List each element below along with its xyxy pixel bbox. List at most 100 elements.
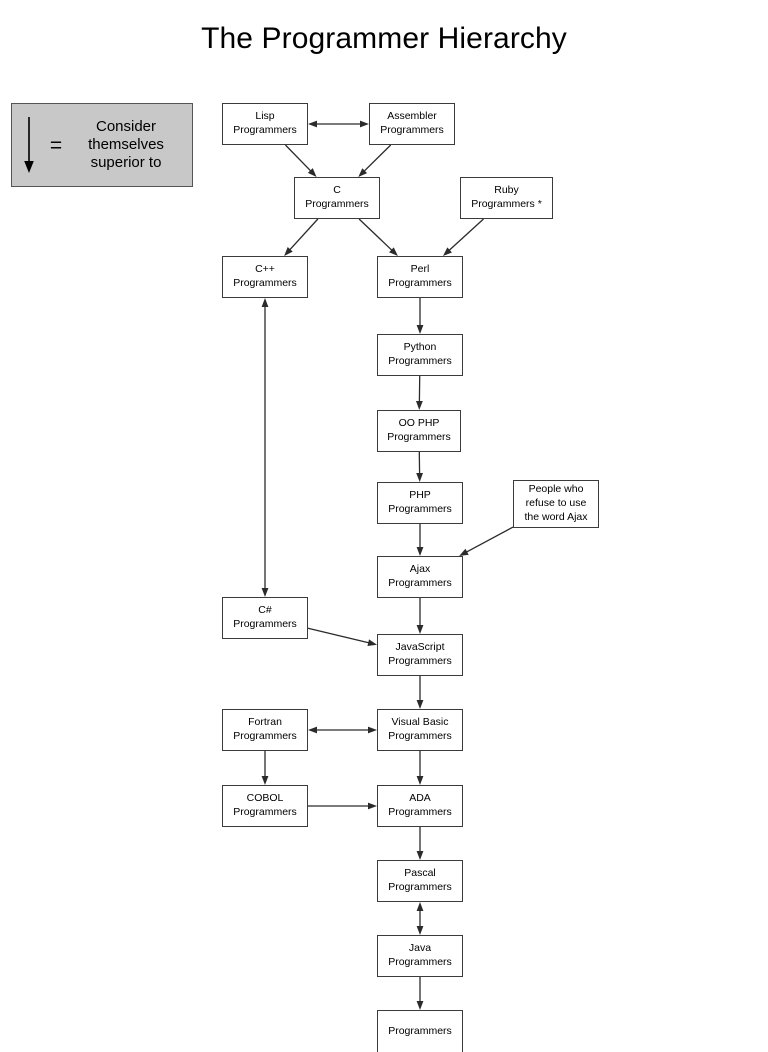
node-csharp[interactable]: C#Programmers bbox=[222, 597, 308, 639]
node-javascript-line-2: Programmers bbox=[388, 655, 452, 669]
arrowhead-php bbox=[416, 473, 423, 482]
node-bottom-line-1: Programmers bbox=[388, 1025, 452, 1039]
edge-line bbox=[359, 219, 393, 251]
node-csharp-line-2: Programmers bbox=[233, 618, 297, 632]
edge-csharp-to-javascript bbox=[308, 628, 370, 643]
node-python-line-1: Python bbox=[404, 341, 437, 355]
edge-line bbox=[289, 219, 318, 251]
node-perl-line-1: Perl bbox=[411, 263, 430, 277]
arrowhead-ajax bbox=[417, 547, 424, 556]
arrowhead-pascal bbox=[417, 902, 424, 911]
node-ruby-line-1: Ruby bbox=[494, 184, 519, 198]
node-python-line-2: Programmers bbox=[388, 355, 452, 369]
node-lisp-line-2: Programmers bbox=[233, 124, 297, 138]
edge-line bbox=[308, 628, 370, 643]
node-cpp[interactable]: C++Programmers bbox=[222, 256, 308, 298]
node-pascal-line-1: Pascal bbox=[404, 867, 436, 881]
arrowhead-perl bbox=[443, 247, 452, 256]
arrowhead-java bbox=[417, 926, 424, 935]
arrowhead-oophp bbox=[416, 401, 423, 410]
node-fortran-line-1: Fortran bbox=[248, 716, 282, 730]
arrowhead-csharp bbox=[262, 588, 269, 597]
arrowhead-perl bbox=[389, 247, 398, 256]
arrowhead-c bbox=[308, 168, 317, 177]
edge-refusers-to-ajax bbox=[465, 527, 513, 553]
node-php-line-2: Programmers bbox=[388, 503, 452, 517]
node-ada-line-2: Programmers bbox=[388, 806, 452, 820]
node-refusers-line-3: the word Ajax bbox=[524, 511, 587, 525]
arrowhead-vb bbox=[368, 727, 377, 734]
arrowhead-python bbox=[417, 325, 424, 334]
arrowhead-cobol bbox=[262, 776, 269, 785]
arrowhead-cpp bbox=[262, 298, 269, 307]
node-vb-line-1: Visual Basic bbox=[391, 716, 448, 730]
arrowhead-bottom bbox=[417, 1001, 424, 1010]
node-csharp-line-1: C# bbox=[258, 604, 271, 618]
edge-ruby-to-perl bbox=[448, 219, 483, 251]
arrowhead-ada bbox=[417, 776, 424, 785]
node-lisp-line-1: Lisp bbox=[255, 110, 274, 124]
arrowhead-vb bbox=[417, 700, 424, 709]
edge-line bbox=[465, 527, 513, 553]
node-bottom[interactable]: Programmers bbox=[377, 1010, 463, 1052]
node-c-line-1: C bbox=[333, 184, 341, 198]
node-ajax-line-2: Programmers bbox=[388, 577, 452, 591]
arrowhead-javascript bbox=[367, 639, 377, 646]
node-cpp-line-2: Programmers bbox=[233, 277, 297, 291]
arrowhead-c bbox=[358, 168, 367, 177]
arrowhead-fortran bbox=[308, 727, 317, 734]
node-javascript-line-1: JavaScript bbox=[395, 641, 444, 655]
node-php-line-1: PHP bbox=[409, 489, 431, 503]
edge-line bbox=[285, 145, 311, 172]
node-refusers-line-1: People who bbox=[529, 483, 584, 497]
node-assembler-line-1: Assembler bbox=[387, 110, 437, 124]
node-assembler-line-2: Programmers bbox=[380, 124, 444, 138]
node-cpp-line-1: C++ bbox=[255, 263, 275, 277]
node-c-line-2: Programmers bbox=[305, 198, 369, 212]
arrowhead-assembler bbox=[360, 121, 369, 128]
arrowhead-cpp bbox=[284, 247, 293, 256]
edge-line bbox=[363, 145, 390, 172]
node-ada-line-1: ADA bbox=[409, 792, 431, 806]
edge-c-to-cpp bbox=[289, 219, 318, 251]
node-java-line-1: Java bbox=[409, 942, 431, 956]
edge-assembler-to-c bbox=[363, 145, 390, 172]
node-fortran-line-2: Programmers bbox=[233, 730, 297, 744]
node-java-line-2: Programmers bbox=[388, 956, 452, 970]
arrowhead-ajax bbox=[459, 549, 469, 556]
node-ruby-line-2: Programmers * bbox=[471, 198, 542, 212]
edge-c-to-perl bbox=[359, 219, 393, 251]
edge-line bbox=[448, 219, 483, 251]
node-ajax-line-1: Ajax bbox=[410, 563, 430, 577]
node-oophp-line-2: Programmers bbox=[387, 431, 451, 445]
node-perl-line-2: Programmers bbox=[388, 277, 452, 291]
node-vb-line-2: Programmers bbox=[388, 730, 452, 744]
node-cobol-line-1: COBOL bbox=[247, 792, 284, 806]
arrowhead-ada bbox=[368, 803, 377, 810]
arrowhead-pascal bbox=[417, 851, 424, 860]
node-pascal-line-2: Programmers bbox=[388, 881, 452, 895]
edge-lisp-to-c bbox=[285, 145, 311, 172]
node-refusers-line-2: refuse to use bbox=[526, 497, 587, 511]
arrowhead-lisp bbox=[308, 121, 317, 128]
node-oophp-line-1: OO PHP bbox=[399, 417, 440, 431]
node-cobol-line-2: Programmers bbox=[233, 806, 297, 820]
